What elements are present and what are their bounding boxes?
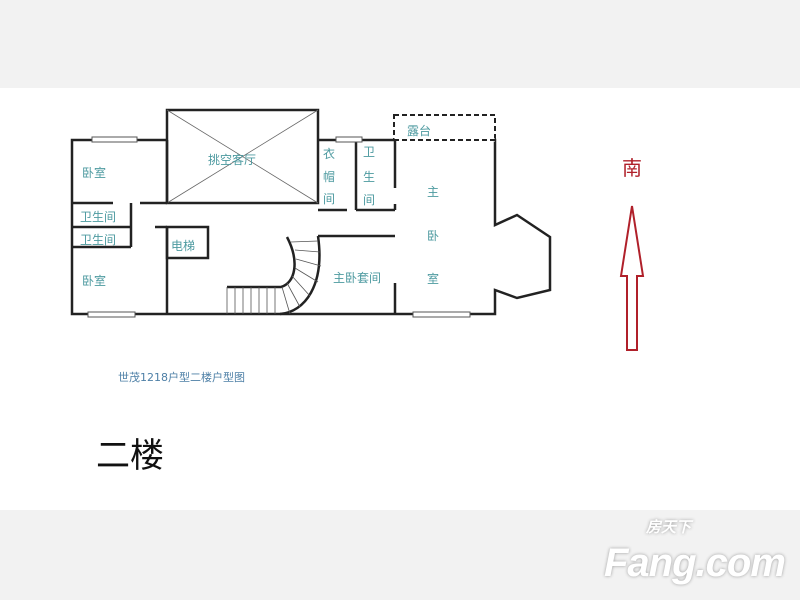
staircase [226,235,322,316]
label-cloakroom-3: 间 [323,192,335,206]
plan-caption: 世茂1218户型二楼户型图 [118,371,245,384]
label-lounge: 挑空客厅 [208,152,256,167]
label-master-bath-3: 间 [363,193,375,207]
label-elevator: 电梯 [171,239,195,253]
label-master-bedroom-2: 卧 [427,229,439,243]
label-bath-1: 卫生间 [80,210,116,224]
bottom-band [0,510,800,600]
north-arrow-icon [619,205,645,351]
windows [87,136,471,318]
label-master-suite: 主卧套间 [333,271,381,285]
watermark-cn: 房天下 [646,518,692,536]
label-bedroom-2: 卧室 [82,273,106,288]
watermark-en: Fang.com [604,541,786,585]
label-terrace: 露台 [407,123,431,138]
label-master-bedroom-3: 室 [427,271,439,286]
top-band [0,0,800,88]
interior-walls [72,140,397,314]
label-master-bedroom-1: 主 [427,185,439,199]
label-bedroom-1: 卧室 [82,165,106,180]
label-cloakroom-1: 衣 [323,146,335,161]
label-master-bath-2: 生 [363,170,375,184]
label-bath-2: 卫生间 [80,233,116,247]
label-master-bath-1: 卫 [363,145,375,159]
outer-walls [70,138,552,316]
label-cloakroom-2: 帽 [323,169,335,184]
compass-label: 南 [622,156,642,180]
floor-title: 二楼 [96,436,164,476]
